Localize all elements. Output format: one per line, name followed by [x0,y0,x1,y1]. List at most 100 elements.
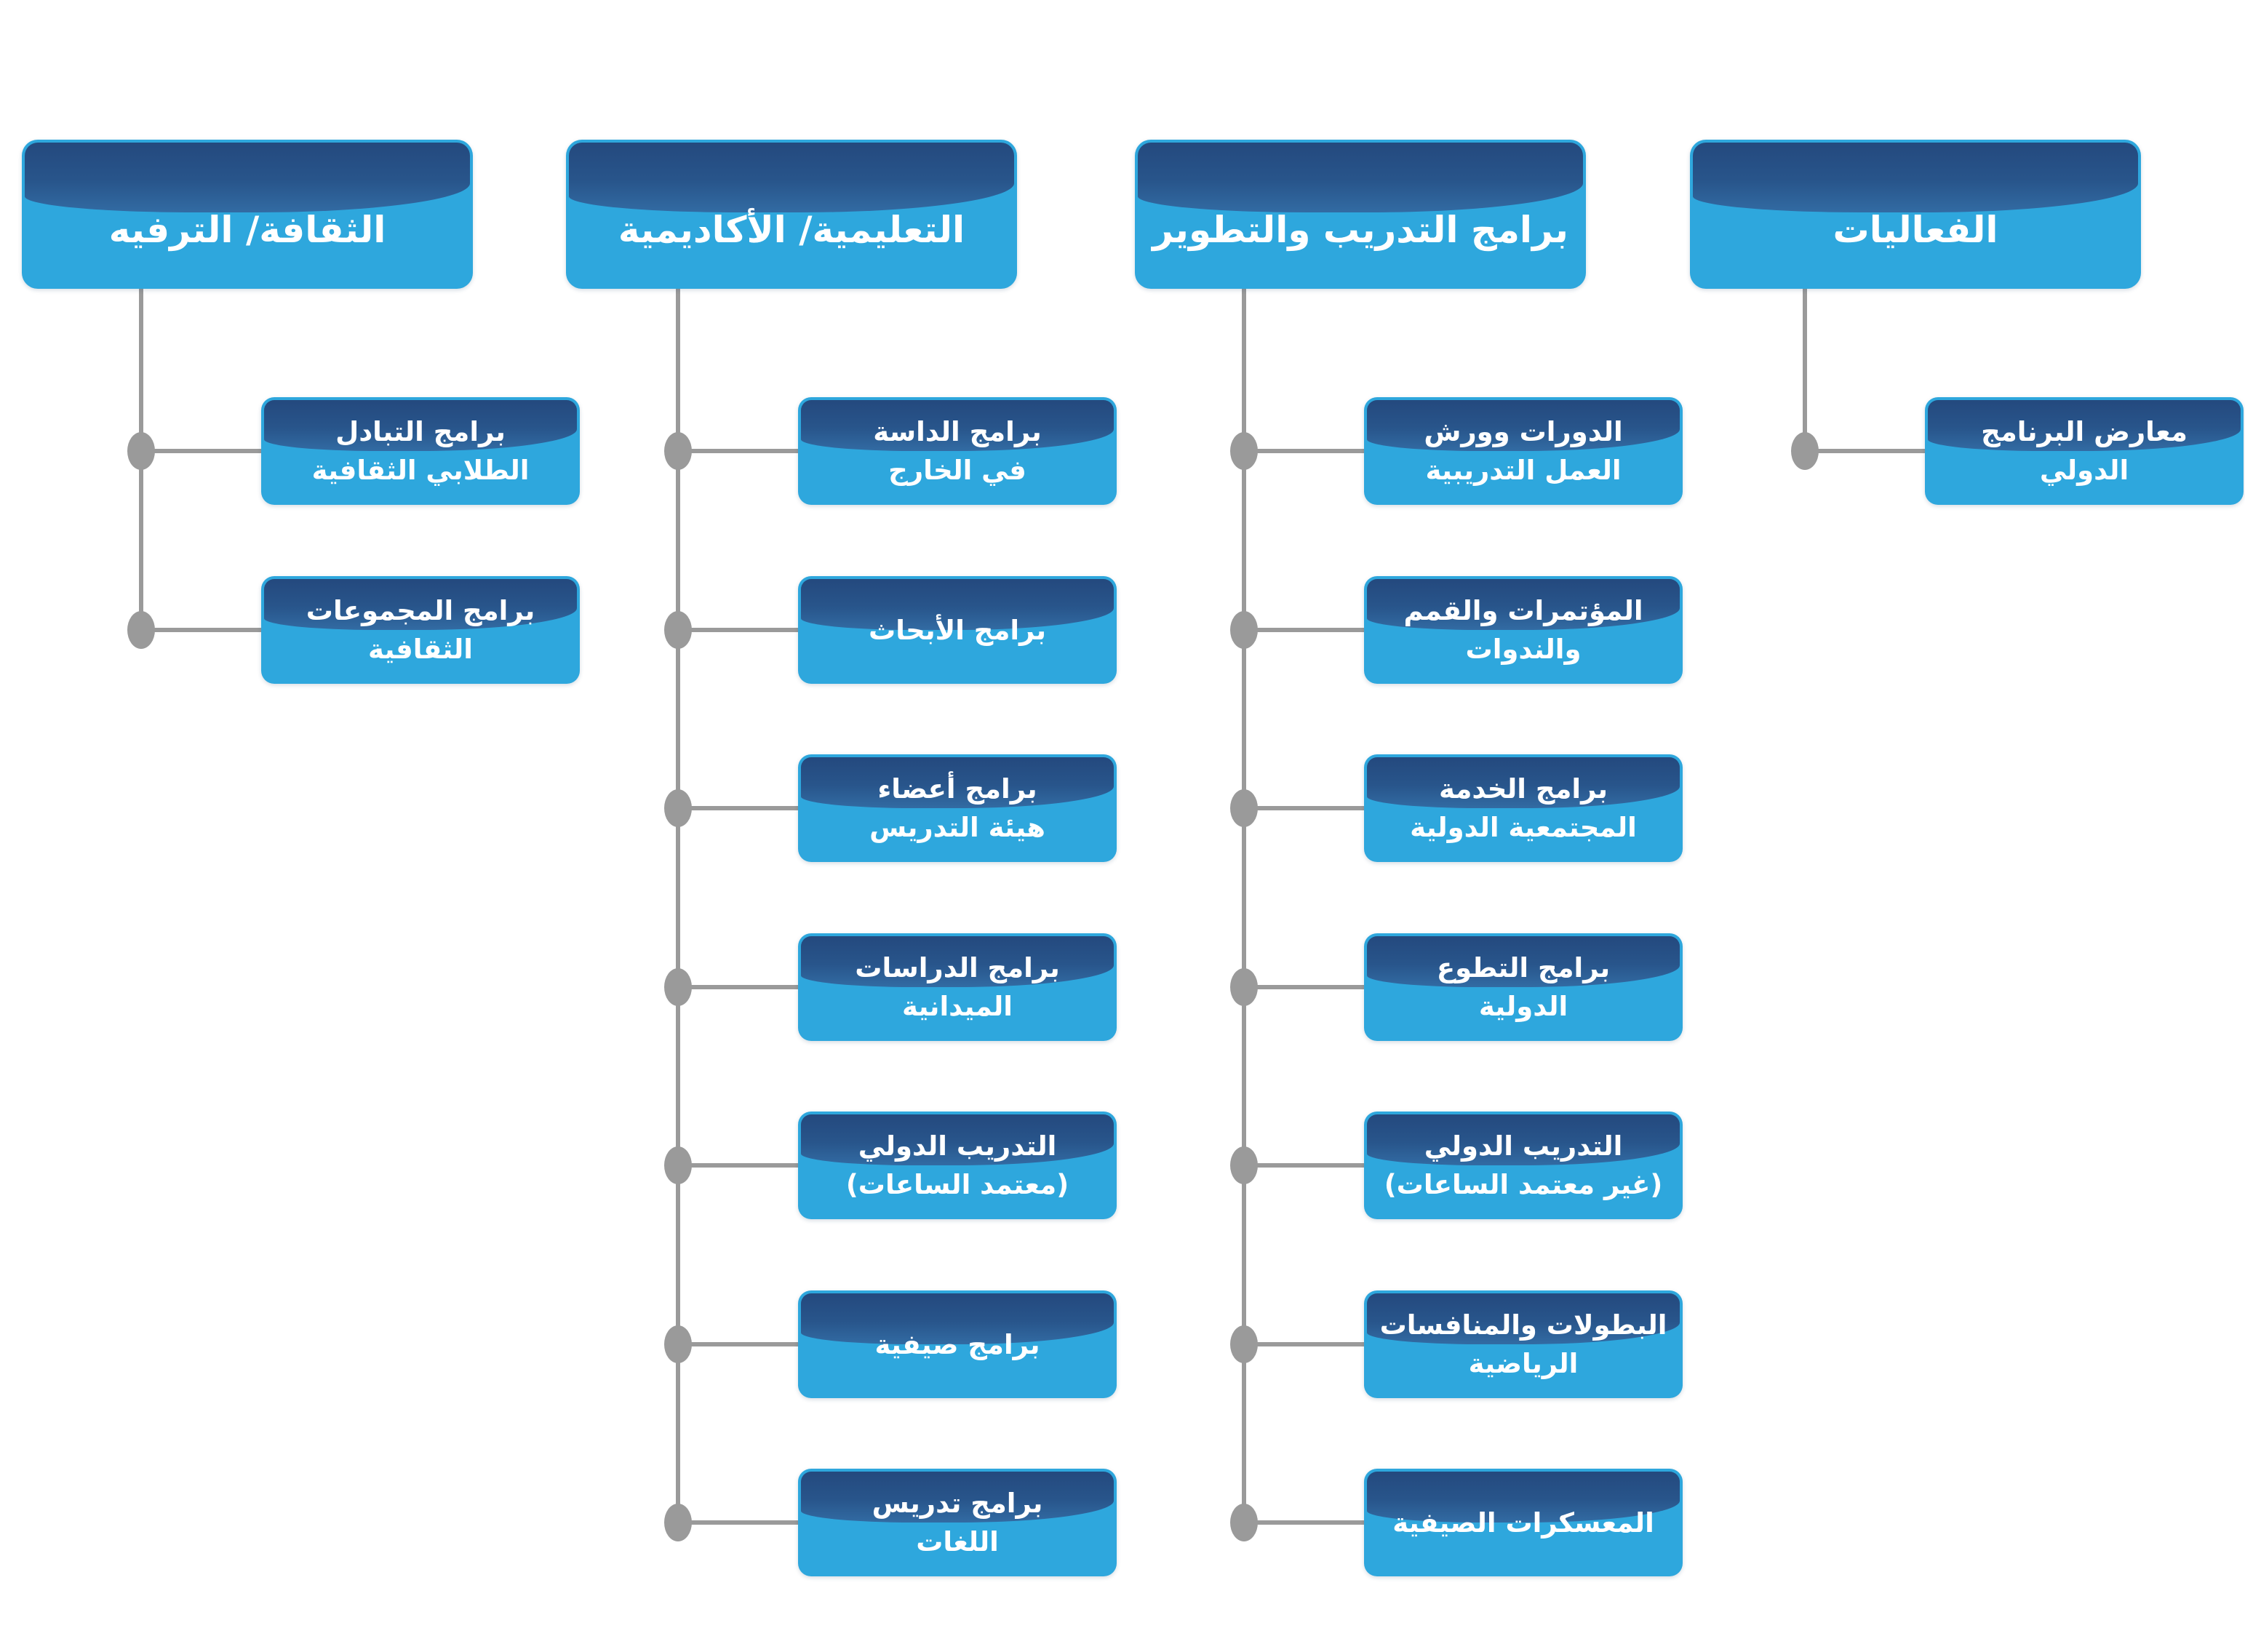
node-line: برامج تدريس [872,1488,1043,1519]
connector-node-dot [664,1504,692,1541]
node-line: برامج المجموعات [306,595,535,626]
header-events: الفعاليات [1690,140,2141,289]
connector-branch [678,806,798,810]
node-language-teaching-programs: برامج تدريس اللغات [798,1469,1117,1576]
node-line: العمل التدريبية [1425,455,1622,486]
node-line: الرياضية [1468,1348,1579,1379]
node-line: التدريب الدولي [858,1130,1057,1162]
connector-node-dot [1230,1146,1258,1184]
connector-branch [1244,1163,1364,1168]
node-label: برامج الداسة في الخارج [798,397,1117,505]
node-line: برامج التبادل [335,416,506,447]
node-line: والندوات [1465,634,1582,665]
header-culture-entertainment: الثقافة/ الترفيه [22,140,473,289]
node-label: برامج التطوع الدولية [1364,933,1683,1041]
connector-node-dot [664,432,692,470]
connector-branch [1244,628,1364,632]
connector-branch [678,1342,798,1346]
node-label: برامج أعضاء هيئة التدريس [798,754,1117,862]
node-line: الميدانية [902,991,1013,1022]
node-line: برامج الداسة [873,416,1042,447]
node-international-training-non-credited-hours: التدريب الدولي (غير معتمد الساعات) [1364,1112,1683,1219]
node-cultural-groups-programs: برامج المجموعات الثقافية [261,576,580,684]
node-international-volunteering-programs: برامج التطوع الدولية [1364,933,1683,1041]
node-sports-championships-competitions: البطولات والمنافسات الرياضية [1364,1290,1683,1398]
node-line: المؤتمرات والقمم [1403,595,1643,626]
header-label: الثقافة/ الترفيه [22,140,473,289]
node-label: المعسكرات الصيفية [1364,1469,1683,1576]
node-line: هيئة التدريس [869,812,1045,843]
connector-trunk [1242,289,1246,1523]
connector-trunk [676,289,680,1523]
connector-node-dot [127,432,155,470]
node-international-program-exhibitions: معارض البرنامج الدولي [1925,397,2244,505]
node-label: برامج التبادل الطلابي الثقافية [261,397,580,505]
node-line: التدريب الدولي [1424,1130,1623,1162]
connector-node-dot [1230,1504,1258,1541]
node-line: الدورات وورش [1424,416,1623,447]
node-line: الطلابي الثقافية [311,455,530,486]
node-line: الثقافية [368,634,473,665]
node-summer-programs: برامج صيفية [798,1290,1117,1398]
node-label: البطولات والمنافسات الرياضية [1364,1290,1683,1398]
connector-branch [1244,449,1364,453]
connector-node-dot [1230,611,1258,649]
node-line: الدولية [1478,991,1568,1022]
connector-branch [678,628,798,632]
connector-branch [141,449,261,453]
node-line: المجتمعية الدولية [1410,812,1637,843]
node-label: المؤتمرات والقمم والندوات [1364,576,1683,684]
node-line: برامج الدراسات [855,952,1060,983]
node-line: برامج الأبحاث [869,614,1046,646]
node-label: الدورات وورش العمل التدريبية [1364,397,1683,505]
node-line: برامج صيفية [874,1328,1040,1360]
connector-node-dot [664,1325,692,1363]
node-label: معارض البرنامج الدولي [1925,397,2244,505]
node-line: برامج التطوع [1436,952,1611,983]
header-text: الفعاليات [1833,208,1998,251]
header-label: التعليمية/ الأكاديمية [566,140,1017,289]
connector-branch [141,628,261,632]
node-label: برامج صيفية [798,1290,1117,1398]
node-cultural-student-exchange-programs: برامج التبادل الطلابي الثقافية [261,397,580,505]
node-label: برامج تدريس اللغات [798,1469,1117,1576]
connector-node-dot [127,611,155,649]
node-international-community-service-programs: برامج الخدمة المجتمعية الدولية [1364,754,1683,862]
connector-branch [1244,806,1364,810]
node-label: التدريب الدولي (غير معتمد الساعات) [1364,1112,1683,1219]
node-research-programs: برامج الأبحاث [798,576,1117,684]
connector-node-dot [1791,432,1819,470]
connector-node-dot [664,1146,692,1184]
connector-node-dot [1230,432,1258,470]
node-line: الدولي [2039,455,2129,486]
node-line: (معتمد الساعات) [845,1169,1069,1200]
node-study-abroad-programs: برامج الداسة في الخارج [798,397,1117,505]
header-text: برامج التدريب والتطوير [1152,208,1568,251]
node-summer-camps: المعسكرات الصيفية [1364,1469,1683,1576]
connector-node-dot [664,968,692,1006]
header-label: برامج التدريب والتطوير [1135,140,1586,289]
connector-branch [1244,1342,1364,1346]
header-text: الثقافة/ الترفيه [108,208,386,251]
node-line: برامج أعضاء [877,773,1037,805]
node-line: البطولات والمنافسات [1379,1309,1667,1341]
connector-branch [1244,985,1364,989]
header-label: الفعاليات [1690,140,2141,289]
connector-branch [678,449,798,453]
header-text: التعليمية/ الأكاديمية [618,208,965,251]
node-conferences-summits-seminars: المؤتمرات والقمم والندوات [1364,576,1683,684]
node-line: معارض البرنامج [1981,416,2188,447]
connector-node-dot [664,789,692,827]
connector-node-dot [1230,968,1258,1006]
connector-branch [1805,449,1925,453]
node-label: برامج الخدمة المجتمعية الدولية [1364,754,1683,862]
node-line: المعسكرات الصيفية [1392,1507,1654,1539]
header-educational-academic: التعليمية/ الأكاديمية [566,140,1017,289]
node-training-courses-workshops: الدورات وورش العمل التدريبية [1364,397,1683,505]
connector-branch [678,1520,798,1525]
node-line: اللغات [916,1526,999,1557]
node-label: برامج الدراسات الميدانية [798,933,1117,1041]
connector-node-dot [1230,1325,1258,1363]
node-international-training-credited-hours: التدريب الدولي (معتمد الساعات) [798,1112,1117,1219]
